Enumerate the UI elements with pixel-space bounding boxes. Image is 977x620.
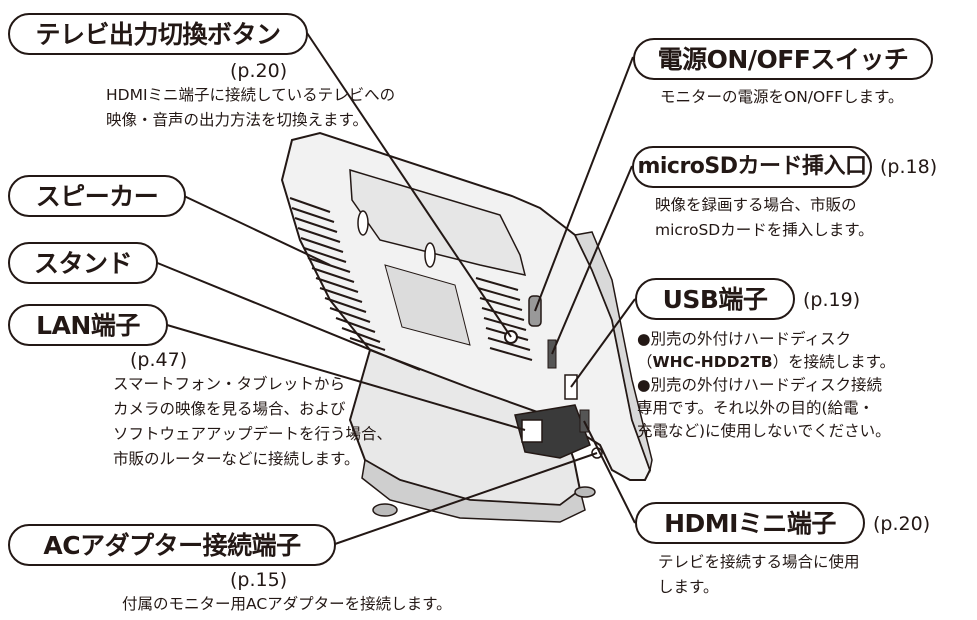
label-microsd-slot: microSDカード挿入口 (632, 146, 872, 188)
keyhole-mount (424, 242, 436, 268)
desc-hdmi-mini-port: テレビを接続する場合に使用 します。 (658, 553, 860, 596)
page-ref-tv-output-button: (p.20) (230, 60, 288, 82)
label-area (384, 264, 471, 346)
leader-speaker (183, 195, 331, 266)
label-hdmi-mini-port: HDMIミニ端子 (635, 502, 865, 544)
leader-lines (154, 32, 636, 545)
page-ref-ac-adapter-port: (p.15) (230, 569, 288, 591)
leader-tv-button (306, 32, 512, 338)
stand-foot (372, 503, 398, 517)
stand-foot (574, 486, 596, 498)
leader-ac (334, 452, 598, 545)
label-usb-port: USB端子 (635, 278, 795, 320)
page-ref-microsd-slot: (p.18) (880, 156, 938, 178)
page-ref-hdmi-mini-port: (p.20) (873, 513, 931, 535)
label-speaker: スピーカー (8, 175, 186, 217)
label-power-switch: 電源ON/OFFスイッチ (633, 38, 933, 80)
desc-usb-port: ●別売の外付けハードディスク （WHC-HDD2TB）を接続します。 ●別売の外… (637, 330, 896, 440)
label-lan-port: LAN端子 (8, 304, 168, 346)
desc-microsd-slot: 映像を録画する場合、市販の microSDカードを挿入します。 (655, 196, 874, 239)
label-tv-output-button: テレビ出力切換ボタン (8, 13, 308, 55)
page-ref-lan-port: (p.47) (130, 349, 188, 371)
port-panel (514, 404, 591, 459)
speaker-grille-right (475, 277, 533, 361)
rear-plate (349, 168, 527, 276)
desc-lan-port: スマートフォン・タブレットから カメラの映像を見る場合、および ソフトウェアアッ… (113, 375, 393, 468)
leader-power (534, 56, 634, 312)
leader-hdmi (583, 420, 636, 524)
usb-hdd-model: WHC-HDD2TB (652, 353, 773, 371)
label-ac-adapter-port: ACアダプター接続端子 (8, 524, 336, 566)
speaker-grille-left (289, 197, 386, 351)
leader-lan (166, 324, 526, 431)
keyhole-mount (357, 210, 369, 236)
monitor-side-edge (573, 231, 653, 473)
desc-power-switch: モニターの電源をON/OFFします。 (660, 88, 904, 106)
leader-stand (154, 261, 421, 371)
leader-microsd (551, 165, 633, 355)
label-stand: スタンド (8, 242, 158, 284)
stand-base (361, 458, 586, 523)
leader-usb (570, 298, 636, 388)
lan-port (521, 419, 543, 443)
page-ref-usb-port: (p.19) (803, 289, 861, 311)
desc-tv-output-button: HDMIミニ端子に接続しているテレビへの 映像・音声の出力方法を切換えます。 (106, 86, 396, 129)
desc-ac-adapter-port: 付属のモニター用ACアダプターを接続します。 (122, 595, 452, 613)
